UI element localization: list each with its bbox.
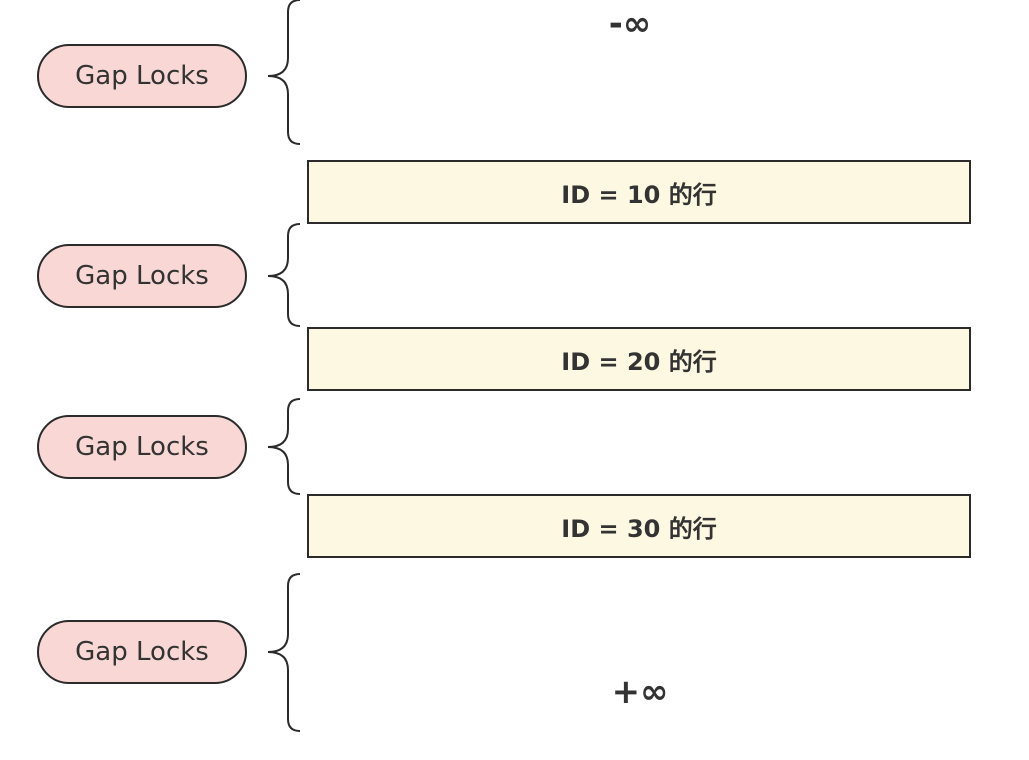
row-id-20: ID = 20 的行 [307,327,971,391]
upper-bound-label: +∞ [611,672,669,712]
gap-lock-2: Gap Locks [37,244,247,308]
brace-2 [267,223,301,327]
brace-1 [267,0,301,145]
brace-3 [267,398,301,495]
gap-lock-4: Gap Locks [37,620,247,684]
gap-lock-3: Gap Locks [37,415,247,479]
brace-4 [267,573,301,732]
row-id-30: ID = 30 的行 [307,494,971,558]
row-id-10: ID = 10 的行 [307,160,971,224]
lower-bound-label: -∞ [608,4,652,44]
gap-lock-1: Gap Locks [37,44,247,108]
